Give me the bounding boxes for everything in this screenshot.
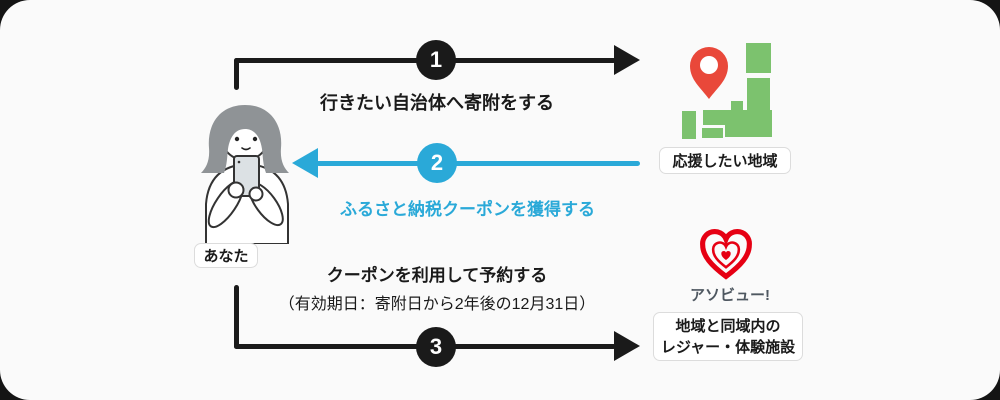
- asoview-heart-logo: [700, 229, 752, 280]
- step1-number-badge: 1: [416, 40, 456, 80]
- step1-arrowhead-icon: [614, 45, 640, 75]
- you-tag-label: あなた: [203, 248, 249, 265]
- woman-with-phone-illustration: [201, 105, 289, 244]
- step3-number-badge: 3: [416, 327, 456, 367]
- region-tag-label: 応援したい地域: [672, 153, 778, 170]
- region-tag: 応援したい地域: [659, 147, 791, 174]
- step2-number-badge: 2: [417, 143, 457, 183]
- step3-label: クーポンを利用して予約する: [326, 266, 548, 285]
- step3-number: 3: [429, 334, 443, 359]
- location-pin-icon: [690, 47, 728, 99]
- step1-connector-vertical: [234, 58, 239, 90]
- step3-note: （有効期日：寄附日から2年後の12月31日）: [278, 296, 596, 313]
- facility-tag-line1: 地域と同域内の: [675, 317, 781, 335]
- japan-map-icon: [682, 43, 772, 139]
- facility-tag: 地域と同域内の レジャー・体験施設: [653, 312, 803, 361]
- step2-arrow-line: [316, 161, 640, 166]
- you-tag: あなた: [194, 243, 258, 268]
- step3-connector-vertical: [234, 285, 239, 349]
- step1-number: 1: [429, 47, 443, 72]
- step2-arrowhead-icon: [292, 148, 318, 178]
- asoview-brand-name: アソビュー!: [690, 287, 770, 304]
- step1-label: 行きたい自治体へ寄附をする: [320, 93, 554, 113]
- step3-arrowhead-icon: [614, 331, 640, 361]
- facility-tag-line2: レジャー・体験施設: [660, 338, 796, 356]
- step2-label: ふるさと納税クーポンを獲得する: [340, 200, 595, 219]
- step2-number: 2: [430, 150, 444, 175]
